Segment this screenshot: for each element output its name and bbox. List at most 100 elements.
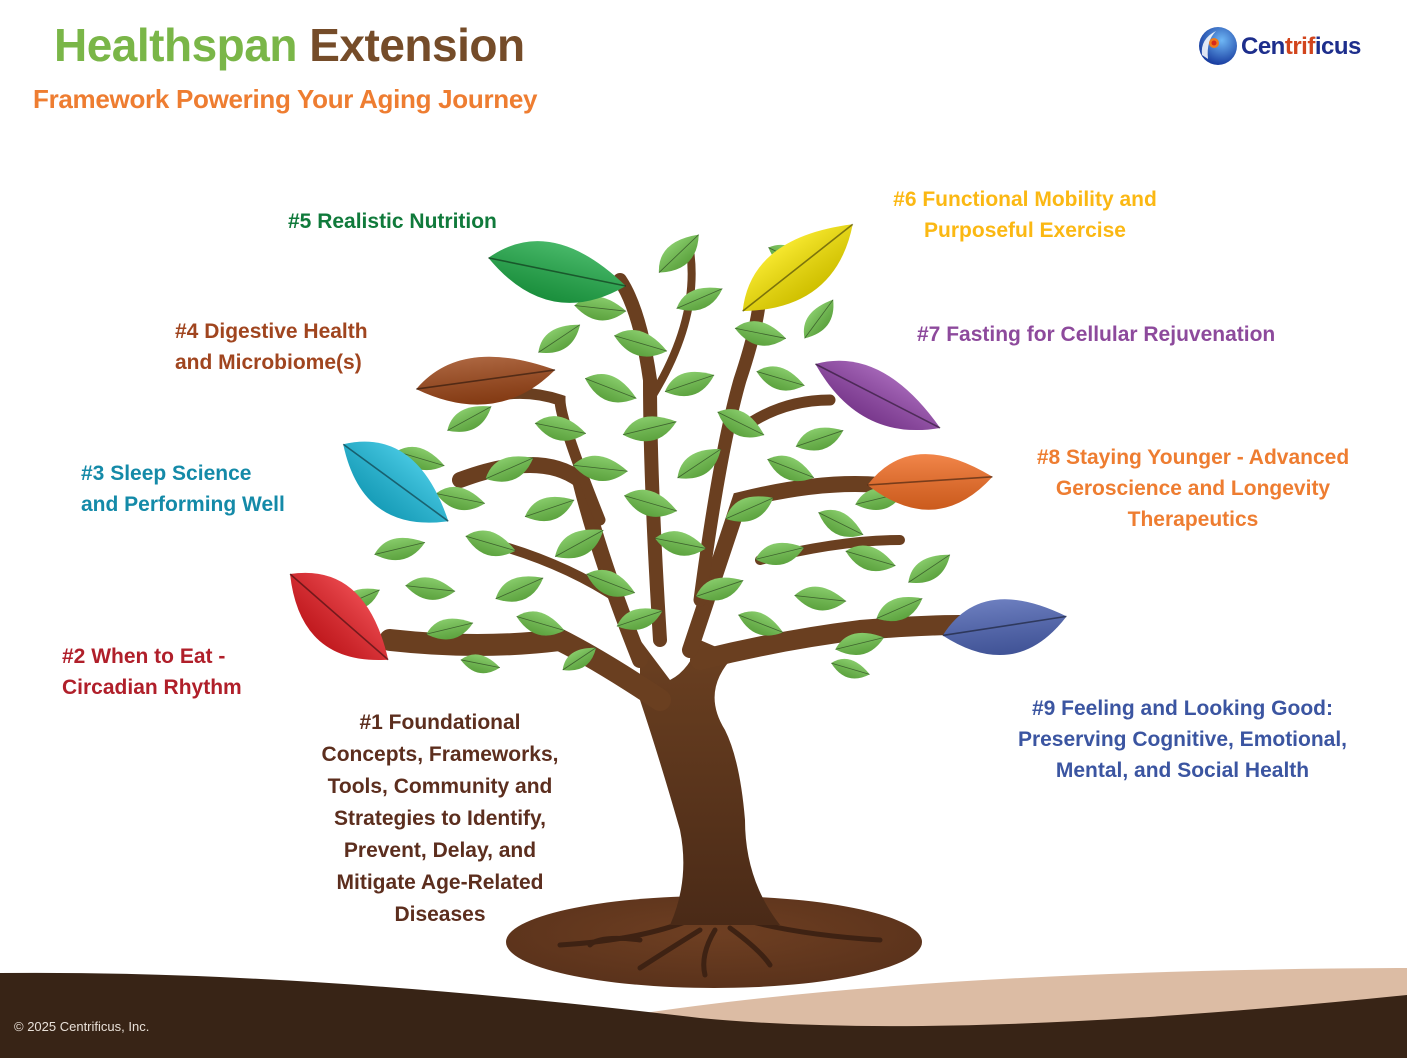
green-leaf [845, 545, 896, 572]
green-leaf [554, 529, 604, 559]
tree-trunk [640, 640, 780, 925]
green-leaf [831, 658, 870, 679]
green-leaf [622, 416, 677, 442]
pillar-label-line: Therapeutics [1127, 508, 1259, 531]
pillar-label-4: #4 Digestive Health and Microbiome(s) [175, 316, 368, 378]
green-leaf [803, 299, 834, 339]
page-title: Healthspan Extension [54, 18, 525, 72]
pillar-label-7: #7 Fasting for Cellular Rejuvenation [917, 319, 1275, 350]
pillar-label-line: Strategies to Identify, [334, 807, 546, 830]
pillar-label-line: Concepts, Frameworks, [321, 743, 559, 766]
pillar-label-2: #2 When to Eat - Circadian Rhythm [62, 641, 242, 703]
pillar-leaf-9 [942, 599, 1067, 655]
logo-text-end: icus [1314, 33, 1362, 60]
green-leaf [738, 611, 784, 636]
page-subtitle: Framework Powering Your Aging Journey [33, 84, 538, 114]
pillar-label-line: Circadian Rhythm [62, 676, 242, 699]
pillar-label-line: #6 Functional Mobility and [893, 188, 1157, 211]
pillar-label-line: #3 Sleep Science [81, 462, 252, 485]
pillar-label-3: #3 Sleep Science and Performing Well [81, 458, 285, 520]
green-leaf [624, 489, 678, 517]
pillar-leaf-4 [416, 356, 556, 405]
green-leaf [447, 406, 492, 432]
pillar-label-line: Preserving Cognitive, Emotional, [1017, 728, 1348, 751]
soil-mound [506, 896, 922, 988]
title-part-healthspan: Healthspan [54, 19, 297, 71]
green-leaf [658, 234, 700, 273]
pillar-leaf-6 [742, 223, 854, 312]
footer-wave-dark [0, 972, 1407, 1058]
green-leaf [495, 576, 544, 602]
green-leaf [524, 496, 575, 522]
green-leaf [717, 409, 765, 438]
pillar-leaves [289, 223, 1067, 661]
pillar-label-line: #1 Foundational [359, 711, 521, 734]
green-leaf [725, 496, 774, 522]
pillar-label-line: #2 When to Eat - [62, 645, 226, 668]
green-leaf [616, 608, 663, 630]
green-leaf [755, 542, 805, 566]
green-leaf [374, 537, 426, 561]
green-leaf [695, 577, 744, 601]
pillar-label-5: #5 Realistic Nutrition [288, 206, 497, 237]
green-leaf [795, 427, 844, 451]
green-leaf [435, 486, 486, 511]
green-leaf [534, 416, 587, 441]
pillar-label-line: Geroscience and Longevity [1055, 477, 1331, 500]
green-leaf [426, 618, 474, 640]
logo-wordmark: Centrificus [1241, 33, 1361, 61]
green-leaf [734, 321, 787, 346]
green-leaf [572, 455, 628, 482]
pillar-label-line: #9 Feeling and Looking Good: [1031, 697, 1333, 720]
green-leaf [676, 287, 723, 311]
pillar-label-line: Mitigate Age-Related [336, 871, 544, 894]
logo-text-start: Cen [1241, 33, 1285, 60]
green-leaf [664, 371, 715, 397]
green-leaf [908, 554, 951, 583]
green-leaf [460, 654, 501, 674]
green-leaf [584, 374, 637, 403]
pillar-leaf-8 [867, 454, 993, 510]
green-leaf [516, 611, 565, 636]
pillar-label-line: Diseases [394, 903, 486, 926]
pillar-label-line: #8 Staying Younger - Advanced [1036, 446, 1350, 469]
title-part-extension: Extension [309, 19, 525, 71]
globe-swirl-icon [1199, 27, 1237, 65]
green-leaf [562, 647, 597, 671]
branches [379, 246, 970, 711]
pillar-label-line: #4 Digestive Health [175, 320, 368, 343]
green-leaf [756, 366, 805, 391]
green-leaf [767, 455, 815, 482]
footer-wave [0, 968, 1407, 1058]
pillar-label-9: #9 Feeling and Looking Good: Preserving C… [995, 693, 1370, 786]
green-leaf [835, 632, 885, 656]
pillar-leaf-3 [342, 441, 449, 523]
pillar-label-line: Prevent, Delay, and [343, 839, 537, 862]
green-leaf [405, 577, 456, 600]
pillar-label-line: Tools, Community and [327, 775, 553, 798]
pillar-leaf-5 [488, 241, 626, 303]
green-leaf [876, 597, 923, 622]
green-leaf [614, 330, 668, 357]
green-leaf [574, 296, 627, 321]
green-leaf [654, 531, 707, 556]
green-leaf [465, 530, 516, 557]
green-leaf [818, 509, 864, 537]
copyright-text: © 2025 Centrificus, Inc. [14, 1019, 150, 1034]
centrificus-logo: Centrificus [1196, 24, 1386, 70]
pillar-label-line: #5 Realistic Nutrition [288, 210, 497, 233]
pillar-label-line: Mental, and Social Health [1055, 759, 1310, 782]
logo-text-mid: trif [1284, 33, 1316, 60]
pillar-label-line: and Performing Well [81, 493, 285, 516]
pillar-leaf-7 [815, 360, 941, 431]
green-leaf [485, 456, 534, 482]
pillar-leaf-2 [289, 572, 389, 661]
green-leaf [538, 324, 581, 353]
green-leaf [677, 448, 722, 479]
pillar-label-line: Purposeful Exercise [924, 219, 1126, 242]
pillar-label-line: and Microbiome(s) [175, 351, 362, 374]
